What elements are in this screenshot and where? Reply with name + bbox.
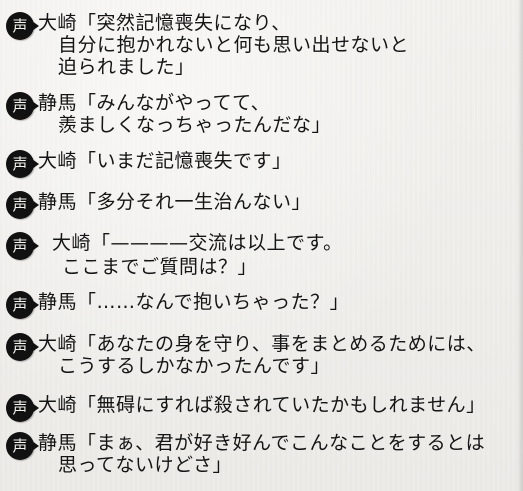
- speaker-name: 静馬: [38, 191, 78, 213]
- dialogue-text: 「みんながやってて、: [77, 92, 271, 114]
- log-line: 静馬「まぁ、君が好き好んでこんなことをするとは: [38, 432, 485, 454]
- dialogue-text: 羨ましくなっちゃったんだな」: [58, 114, 332, 136]
- log-line: 大崎「いまだ記憶喪失です」: [38, 150, 292, 172]
- log-line: 大崎「あなたの身を守り、事をまとめるためには、: [38, 333, 486, 355]
- log-line: 大崎「突然記憶喪失になり、: [38, 12, 291, 34]
- dialogue-text: 自分に抱かれないと何も思い出せないと: [58, 34, 410, 56]
- speaker-name: 大崎: [38, 12, 78, 34]
- log-line: 大崎「無碍にすれば殺されていたかもしれません」: [38, 394, 486, 416]
- voice-replay-icon[interactable]: 声: [6, 150, 39, 178]
- voice-replay-icon[interactable]: 声: [6, 432, 39, 460]
- voice-replay-icon[interactable]: 声: [6, 92, 39, 120]
- voice-replay-icon[interactable]: 声: [6, 191, 39, 219]
- dialogue-text: 思ってないけどさ」: [58, 454, 232, 476]
- dialogue-text: 「無碍にすれば殺されていたかもしれません」: [77, 394, 486, 416]
- dialogue-text: 「突然記憶喪失になり、: [77, 12, 291, 34]
- dialogue-text: こうするしかなかったんです」: [58, 355, 331, 377]
- speaker-name: 静馬: [38, 291, 78, 313]
- page-edge-shadow: [517, 0, 523, 491]
- voice-replay-icon[interactable]: 声: [6, 394, 39, 422]
- voice-replay-icon[interactable]: 声: [6, 333, 39, 361]
- dialogue-text: 「……なんで抱いちゃった？」: [77, 291, 350, 313]
- dialogue-text: 「————交流は以上です。: [91, 232, 343, 254]
- speaker-name: 大崎: [38, 150, 78, 172]
- speaker-name: 大崎: [38, 394, 78, 416]
- speaker-name: 静馬: [38, 432, 78, 454]
- dialogue-text: 「いまだ記憶喪失です」: [77, 150, 292, 172]
- voice-replay-icon[interactable]: 声: [6, 12, 39, 40]
- dialogue-text: 「多分それ一生治んない」: [77, 191, 312, 213]
- log-line: 静馬「……なんで抱いちゃった？」: [38, 291, 349, 313]
- log-line: 大崎「————交流は以上です。: [52, 232, 343, 254]
- speaker-name: 大崎: [52, 232, 92, 254]
- dialogue-text: ここまでご質問は？」: [62, 256, 258, 278]
- voice-replay-icon[interactable]: 声: [6, 232, 39, 260]
- dialogue-text: 「あなたの身を守り、事をまとめるためには、: [77, 333, 486, 355]
- log-line: 静馬「多分それ一生治んない」: [38, 191, 311, 213]
- voice-replay-icon[interactable]: 声: [6, 291, 39, 319]
- speaker-name: 大崎: [38, 333, 78, 355]
- dialogue-text: 迫られました」: [58, 56, 195, 78]
- dialogue-text: 「まぁ、君が好き好んでこんなことをするとは: [77, 432, 486, 454]
- speaker-name: 静馬: [38, 92, 78, 114]
- log-line: 静馬「みんながやってて、: [38, 92, 270, 114]
